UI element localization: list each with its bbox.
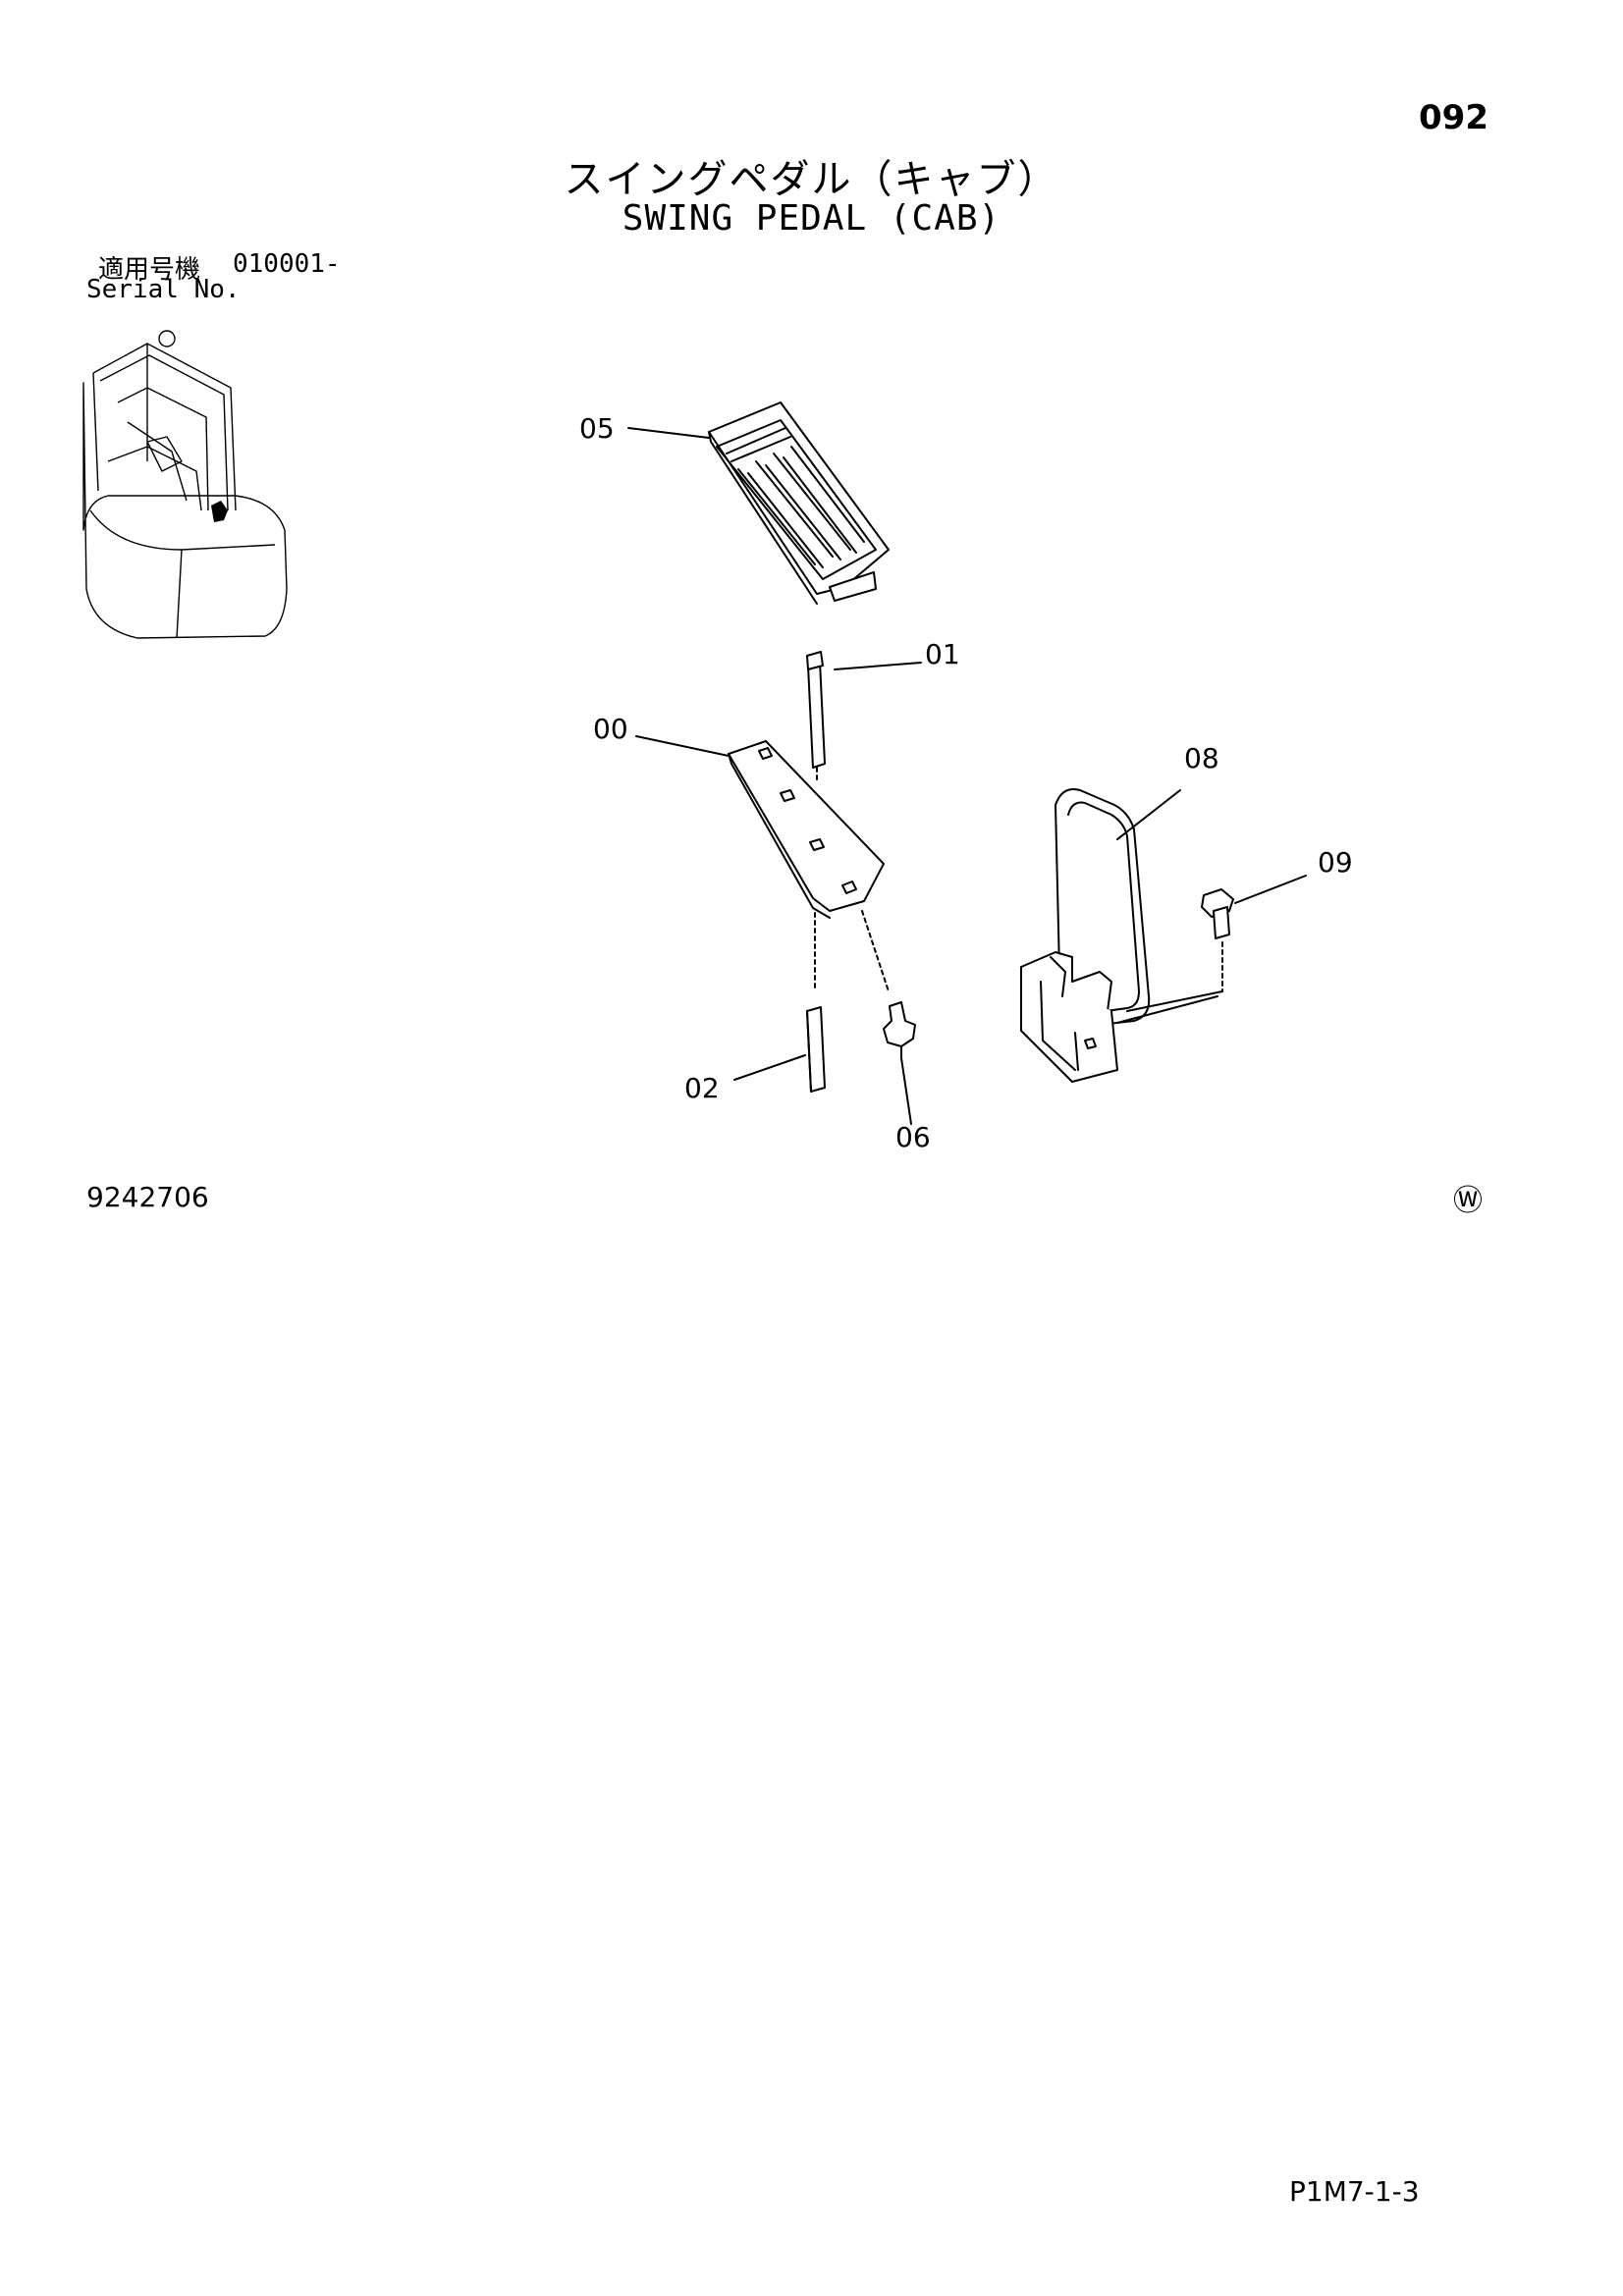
part-05-pedal-pad [708,401,890,605]
serial-label-japanese: 適用号機 [98,255,201,285]
serial-range: 010001- [233,249,341,279]
serial-label-english: Serial No. [86,275,241,304]
callout-05: 05 [579,412,615,445]
drawing-number: 9242706 [86,1181,209,1213]
callout-09: 09 [1318,846,1353,879]
reference-code: P1M7-1-3 [1289,2175,1420,2208]
part-01-upper-rod [806,651,826,784]
part-02-lower-rod [806,912,826,1093]
callout-06: 06 [895,1121,931,1153]
page-title-japanese: スイングペダル（キャブ） [564,157,1059,202]
page-number: 092 [1419,98,1488,137]
part-06-clip [861,910,916,1059]
callout-01: 01 [925,638,960,670]
part-00-bracket [728,740,885,919]
callout-02: 02 [684,1072,720,1104]
watermark-mark: Ⓦ [1453,1184,1483,1218]
part-09-bolt [1126,888,1234,1012]
machine-location-thumbnail [82,330,288,639]
callout-08: 08 [1184,742,1219,774]
part-08-mat-frame [1020,788,1218,1083]
page-title-english: SWING PEDAL (CAB) [622,198,1001,239]
leader-lines [627,427,1307,1125]
callout-00: 00 [593,713,628,745]
